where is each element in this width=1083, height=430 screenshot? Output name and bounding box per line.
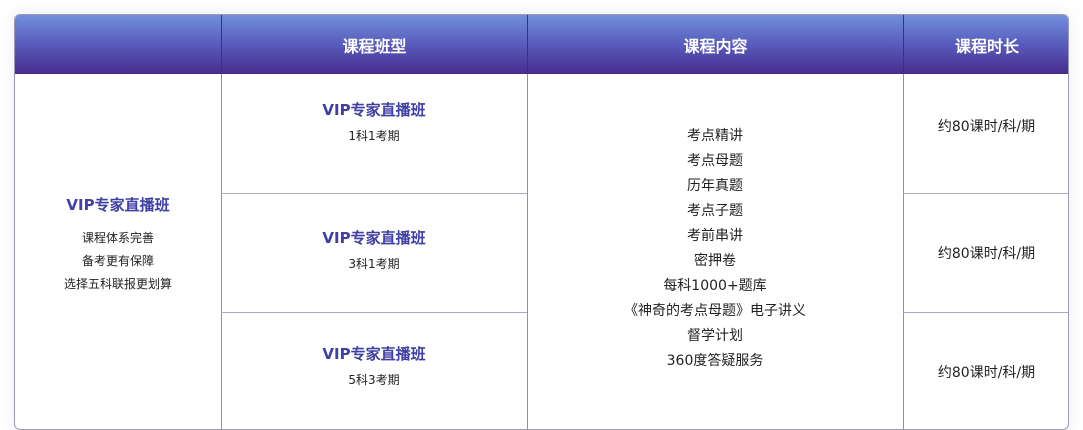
class-title: VIP专家直播班 xyxy=(322,345,426,363)
header-duration: 课程时长 xyxy=(903,15,1068,74)
header-class-type: 课程班型 xyxy=(221,15,527,74)
package-feature: 课程体系完善 xyxy=(81,230,154,245)
content-item: 考点精讲 xyxy=(687,127,743,144)
class-title: VIP专家直播班 xyxy=(322,229,426,247)
content-item: 360度答疑服务 xyxy=(666,352,764,369)
duration-cell: 约80课时/科/期 xyxy=(937,365,1036,381)
content-item: 督学计划 xyxy=(687,327,743,344)
divider xyxy=(903,193,1068,194)
class-detail: 3科1考期 xyxy=(348,257,400,271)
table-header: 课程班型 课程内容 课程时长 xyxy=(15,15,1068,74)
course-comparison-table: 课程班型 课程内容 课程时长 VIP专家直播班 课程体系完善 备考更有保障 选择… xyxy=(14,14,1069,430)
divider xyxy=(903,74,904,429)
class-title: VIP专家直播班 xyxy=(322,100,426,119)
content-item: 历年真题 xyxy=(687,177,743,194)
header-content: 课程内容 xyxy=(527,15,903,74)
content-item: 考前串讲 xyxy=(687,227,743,244)
content-item: 《神奇的考点母题》电子讲义 xyxy=(624,302,806,319)
class-cell: VIP专家直播班 1科1考期 xyxy=(221,74,527,193)
package-title: VIP专家直播班 xyxy=(66,195,170,214)
content-item: 每科1000+题库 xyxy=(663,277,767,294)
content-list: 考点精讲 考点母题 历年真题 考点子题 考前串讲 密押卷 每科1000+题库 《… xyxy=(527,74,903,429)
package-summary: VIP专家直播班 课程体系完善 备考更有保障 选择五科联报更划算 xyxy=(15,74,221,429)
divider xyxy=(903,312,1068,313)
divider xyxy=(527,74,528,429)
content-item: 考点子题 xyxy=(687,202,743,219)
class-cell: VIP专家直播班 5科3考期 xyxy=(221,313,527,429)
class-detail: 1科1考期 xyxy=(348,128,400,143)
duration-cell: 约80课时/科/期 xyxy=(937,246,1036,262)
package-feature: 备考更有保障 xyxy=(81,253,154,268)
content-item: 密押卷 xyxy=(694,252,736,269)
duration-cell: 约80课时/科/期 xyxy=(937,118,1036,135)
divider xyxy=(221,74,222,429)
divider xyxy=(221,193,527,194)
header-empty xyxy=(15,15,221,74)
divider xyxy=(221,312,527,313)
content-item: 考点母题 xyxy=(687,152,743,169)
package-feature: 选择五科联报更划算 xyxy=(63,276,172,291)
class-cell: VIP专家直播班 3科1考期 xyxy=(221,194,527,312)
class-detail: 5科3考期 xyxy=(348,373,400,387)
